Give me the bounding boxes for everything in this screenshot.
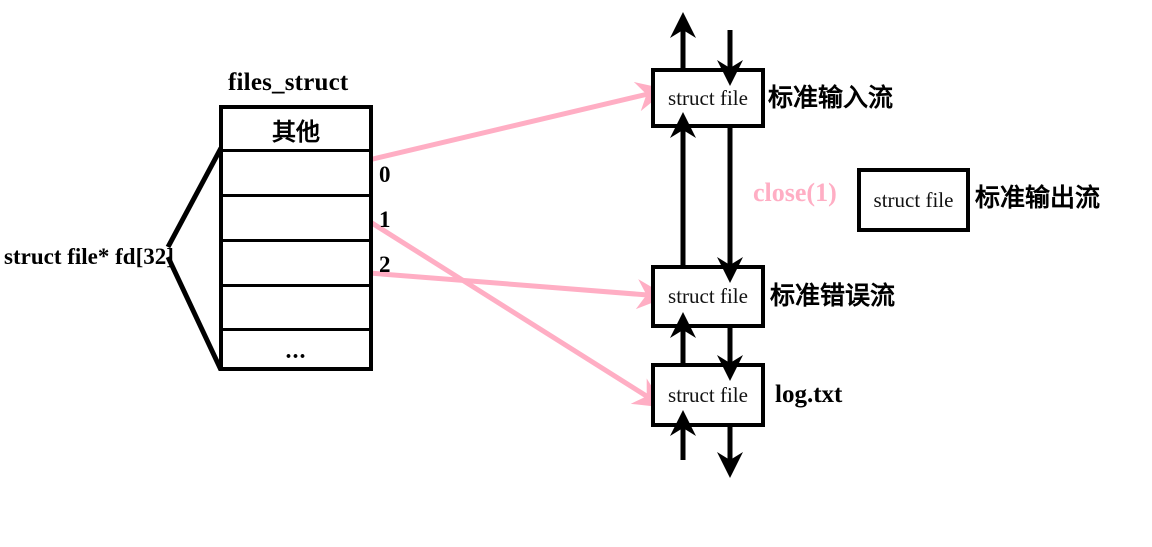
fd-row-slot-2[interactable] [223,242,369,287]
struct-file-box-stdin-label: struct file [668,85,748,110]
fd-row-other-label: 其他 [272,119,320,146]
fd-row-slot-1[interactable] [223,197,369,242]
fd-index-0: 0 [379,162,391,187]
link-fd0-to-stdin [355,81,668,166]
link-fd2-to-stderr [355,269,668,310]
fd-pointer-line-lower [165,255,224,372]
fd-row-slot-0[interactable] [223,152,369,197]
fd-table: 其他 ... [219,105,373,371]
link-fd1-to-logfile [354,210,665,408]
fd-row-ellipsis-label: ... [285,337,307,364]
fd-row-slot-3[interactable] [223,287,369,331]
fd-array-pointer-label: struct file* fd[32] [4,244,174,269]
fd-row-other: 其他 [223,109,369,152]
fd-index-1: 1 [379,207,391,232]
struct-file-box-stdout-label: struct file [873,187,954,212]
fd-row-ellipsis: ... [223,331,369,371]
struct-file-box-stderr[interactable]: struct file [651,265,765,328]
stream-label-stdout: 标准输出流 [975,185,1101,212]
stream-label-stderr: 标准错误流 [770,283,896,310]
struct-file-box-logfile-label: struct file [668,382,748,407]
struct-file-box-stdin[interactable]: struct file [651,68,765,128]
fd-index-2: 2 [379,252,391,277]
stream-label-stdin: 标准输入流 [768,85,894,112]
close-call-annotation: close(1) [753,178,837,207]
stream-label-logfile: log.txt [775,381,843,408]
files-struct-title: files_struct [228,69,349,96]
struct-file-box-logfile[interactable]: struct file [651,363,765,427]
struct-file-box-stderr-label: struct file [668,284,748,308]
struct-file-box-stdout[interactable]: struct file [857,168,970,232]
fd-pointer-line-upper [165,146,224,249]
